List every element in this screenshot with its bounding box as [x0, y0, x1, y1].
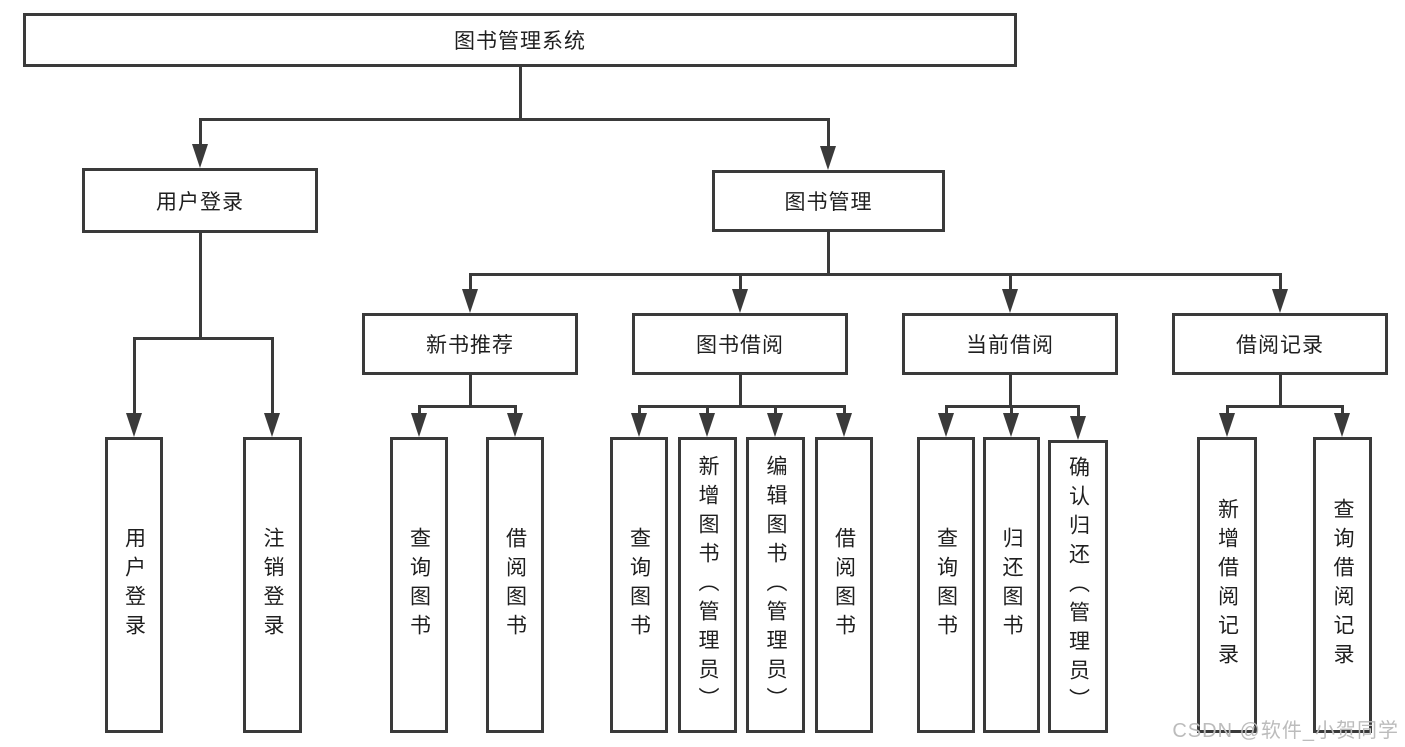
connector-arrow-shaft	[199, 118, 202, 146]
leaf-borrow-query-books: 查询图书	[610, 437, 668, 733]
node-book-mgmt: 图书管理	[712, 170, 945, 232]
connector-book-borrow-stem	[739, 373, 742, 407]
connector-user-login-stem	[199, 232, 202, 339]
connector-arrow-shaft	[1009, 273, 1012, 291]
connector-arrow-shaft	[1077, 405, 1080, 418]
connector-borrow-records-stem	[1279, 373, 1282, 407]
connector-arrow-shaft	[418, 405, 421, 415]
arrow-down-icon	[411, 413, 427, 437]
arrow-down-icon	[699, 413, 715, 437]
arrow-down-icon	[732, 289, 748, 313]
arrow-down-icon	[631, 413, 647, 437]
arrow-down-icon	[1272, 289, 1288, 313]
connector-arrow-shaft	[945, 405, 948, 415]
connector-book-mgmt-branch	[469, 273, 1281, 276]
leaf-logout: 注销登录	[243, 437, 302, 733]
csdn-watermark: CSDN @软件_小贺同学	[1172, 720, 1399, 742]
connector-borrow-records-branch	[1226, 405, 1344, 408]
arrow-down-icon	[462, 289, 478, 313]
arrow-down-icon	[1219, 413, 1235, 437]
connector-arrow-shaft	[706, 405, 709, 415]
connector-arrow-shaft	[638, 405, 641, 415]
connector-arrow-shaft	[1279, 273, 1282, 291]
leaf-records-add-record: 新增借阅记录	[1197, 437, 1257, 733]
leaf-borrow-add-books-admin: 新增图书（管理员）	[678, 437, 737, 733]
arrow-down-icon	[836, 413, 852, 437]
connector-new-book-stem	[469, 373, 472, 407]
leaf-borrow-edit-books-admin: 编辑图书（管理员）	[746, 437, 805, 733]
connector-book-borrow-branch	[638, 405, 846, 408]
node-root: 图书管理系统	[23, 13, 1017, 67]
leaf-current-confirm-return-admin: 确认归还（管理员）	[1048, 440, 1108, 733]
node-book-borrow: 图书借阅	[632, 313, 848, 375]
connector-arrow-shaft	[469, 273, 472, 291]
arrow-down-icon	[767, 413, 783, 437]
node-current-borrow: 当前借阅	[902, 313, 1118, 375]
connector-arrow-shaft	[1226, 405, 1229, 415]
arrow-down-icon	[1003, 413, 1019, 437]
arrow-down-icon	[192, 144, 208, 168]
arrow-down-icon	[1070, 416, 1086, 440]
leaf-current-return-books: 归还图书	[983, 437, 1040, 733]
leaf-current-query-books: 查询图书	[917, 437, 975, 733]
leaf-newbook-borrow-books: 借阅图书	[486, 437, 544, 733]
connector-arrow-shaft	[774, 405, 777, 415]
arrow-down-icon	[126, 413, 142, 437]
connector-root-stem	[519, 67, 522, 120]
arrow-down-icon	[820, 146, 836, 170]
node-new-book-rec: 新书推荐	[362, 313, 578, 375]
arrow-down-icon	[264, 413, 280, 437]
connector-arrow-shaft	[1341, 405, 1344, 415]
connector-arrow-shaft	[1010, 405, 1013, 415]
connector-arrow-shaft	[133, 337, 136, 415]
connector-arrow-shaft	[739, 273, 742, 291]
leaf-records-query-record: 查询借阅记录	[1313, 437, 1372, 733]
connector-arrow-shaft	[271, 337, 274, 415]
leaf-borrow-borrow-books: 借阅图书	[815, 437, 873, 733]
node-borrow-records: 借阅记录	[1172, 313, 1388, 375]
connector-book-mgmt-stem	[827, 230, 830, 275]
connector-root-branch	[199, 118, 830, 121]
connector-user-login-branch	[133, 337, 273, 340]
arrow-down-icon	[938, 413, 954, 437]
connector-new-book-branch	[418, 405, 516, 408]
leaf-user-login: 用户登录	[105, 437, 163, 733]
node-user-login: 用户登录	[82, 168, 318, 233]
arrow-down-icon	[1002, 289, 1018, 313]
connector-arrow-shaft	[514, 405, 517, 415]
connector-arrow-shaft	[843, 405, 846, 415]
leaf-newbook-query-books: 查询图书	[390, 437, 448, 733]
arrow-down-icon	[1334, 413, 1350, 437]
connector-arrow-shaft	[827, 118, 830, 148]
arrow-down-icon	[507, 413, 523, 437]
connector-current-borrow-stem	[1009, 373, 1012, 407]
